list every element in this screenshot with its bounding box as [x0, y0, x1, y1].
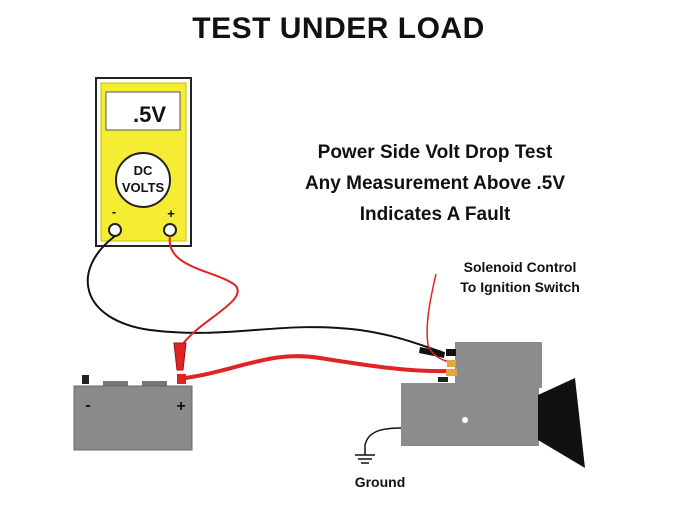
- meter-pos-label: +: [167, 206, 175, 221]
- solenoid-control-wire: [426, 273, 451, 363]
- meter-neg-jack[interactable]: [108, 223, 122, 237]
- ground-label: Ground: [354, 474, 406, 490]
- meter-mode-line2: VOLTS: [122, 180, 165, 195]
- solenoid-terminal-battery[interactable]: [446, 369, 457, 376]
- note-line: Power Side Volt Drop Test: [317, 142, 553, 163]
- red-probe: [173, 342, 187, 371]
- solenoid-label-line1: Solenoid Control: [463, 259, 577, 275]
- meter-pos-jack[interactable]: [163, 223, 177, 237]
- solenoid-bracket: [438, 377, 448, 382]
- red-test-lead: [168, 235, 239, 346]
- note-line: Any Measurement Above .5V: [304, 173, 566, 194]
- ground-wire: [364, 427, 402, 455]
- meter-reading: .5V: [133, 102, 166, 127]
- black-test-lead: [86, 235, 443, 353]
- page-title: TEST UNDER LOAD: [192, 12, 485, 45]
- battery-pos-label: +: [176, 398, 185, 415]
- ground-icon: [355, 454, 375, 464]
- starter-motor-body: [401, 383, 539, 446]
- starter-nose: [538, 378, 585, 468]
- test-instructions: Power Side Volt Drop Test Any Measuremen…: [285, 137, 585, 230]
- meter-dial[interactable]: [115, 152, 171, 208]
- multimeter: .5V DC VOLTS - +: [95, 77, 192, 247]
- battery: - +: [73, 374, 193, 451]
- starter-mount-hole: [462, 417, 468, 423]
- solenoid-control-label: Solenoid Control To Ignition Switch: [440, 257, 600, 297]
- solenoid-label-line2: To Ignition Switch: [460, 279, 580, 295]
- battery-neg-label: -: [85, 397, 90, 414]
- meter-neg-label: -: [112, 204, 116, 219]
- solenoid-terminal-sense[interactable]: [446, 349, 456, 356]
- battery-pos-post[interactable]: [177, 374, 186, 384]
- meter-mode-line1: DC: [134, 163, 153, 178]
- battery-cable: [184, 354, 449, 380]
- battery-case: [73, 385, 193, 451]
- starter-assembly: [401, 342, 585, 468]
- meter-display: [105, 91, 181, 131]
- solenoid-terminal-control[interactable]: [447, 360, 456, 367]
- solenoid-body: [455, 342, 542, 388]
- note-line: Indicates A Fault: [359, 204, 511, 225]
